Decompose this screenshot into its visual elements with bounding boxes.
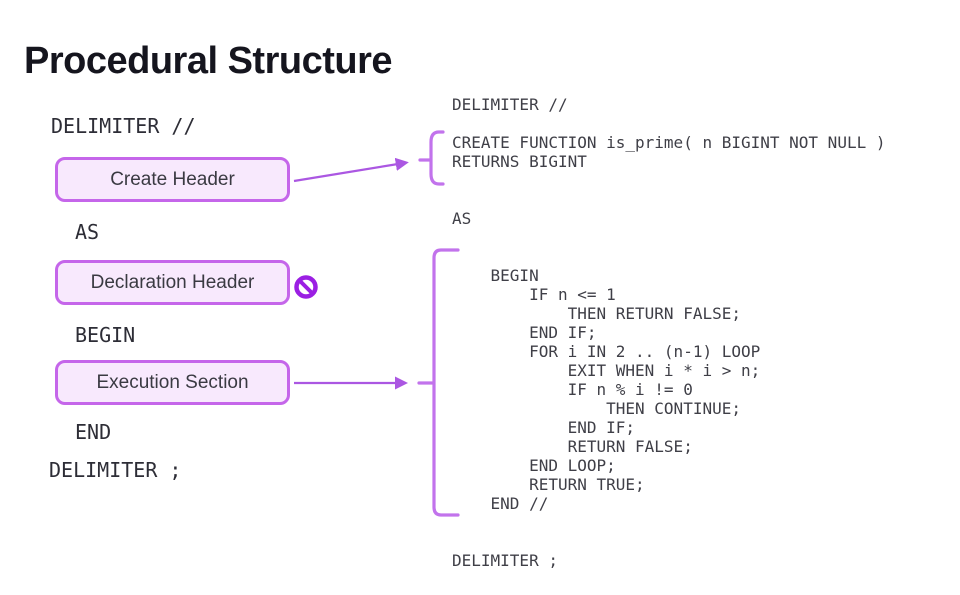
declaration-header-box: Declaration Header <box>55 260 290 305</box>
create-header-box: Create Header <box>55 157 290 202</box>
create-header-label: Create Header <box>110 168 235 190</box>
left-code-delimiter-start: DELIMITER // <box>51 114 196 138</box>
sql-code-block: DELIMITER // CREATE FUNCTION is_prime( n… <box>452 95 886 570</box>
left-code-end: END <box>75 420 112 444</box>
no-entry-icon <box>294 275 318 299</box>
execution-section-label: Execution Section <box>96 371 249 393</box>
execution-section-box: Execution Section <box>55 360 290 405</box>
declaration-header-label: Declaration Header <box>90 271 255 293</box>
left-code-begin: BEGIN <box>75 323 136 347</box>
create-header-arrow-icon <box>293 157 409 183</box>
left-code-delimiter-end: DELIMITER ; <box>49 458 182 482</box>
header-brace-icon <box>418 130 445 186</box>
page-title: Procedural Structure <box>24 40 393 83</box>
left-code-as: AS <box>75 220 100 244</box>
